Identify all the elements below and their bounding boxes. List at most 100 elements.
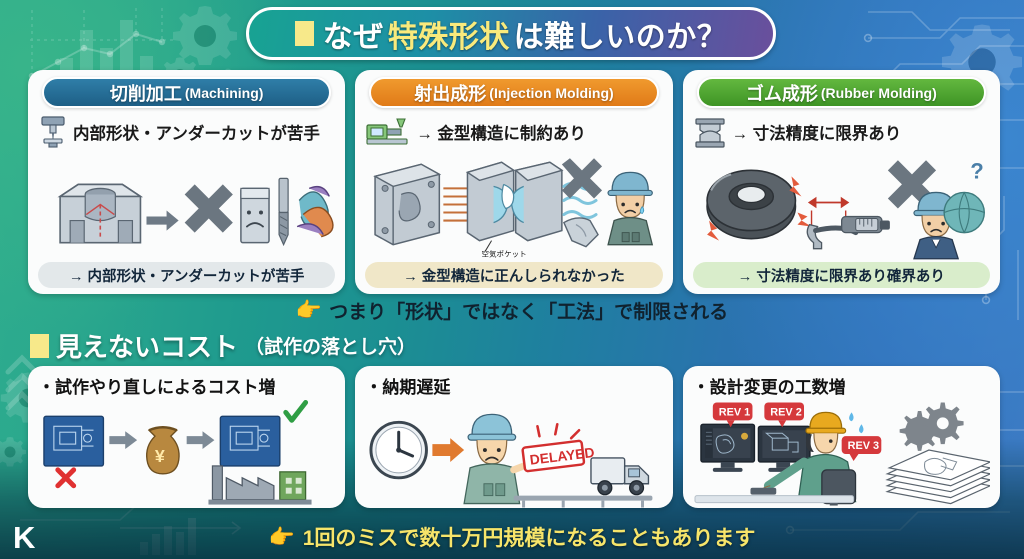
wall-clock — [369, 420, 429, 480]
pointing-hand-right-icon: 👉 — [295, 298, 323, 322]
delayed-badge-text: DELAYED — [529, 444, 595, 468]
blueprint-with-red-x — [43, 415, 105, 489]
panel-injection-subtitle: → 金型構造に制約あり — [416, 125, 586, 143]
rubber-seal-part — [705, 169, 796, 240]
conveyor-base — [513, 495, 653, 508]
air-pocket-callout: 空気ポケット — [482, 240, 527, 259]
dimension-arrow — [807, 196, 849, 227]
delayed-stamp: DELAYED — [521, 422, 596, 473]
arrow-right-icon — [146, 210, 179, 231]
panel-injection-molding: 射出成形 (Injection Molding) → 金型構造に制約あり — [355, 70, 673, 294]
panel-injection-title-en: (Injection Molding) — [489, 84, 614, 101]
bottom-banner: 👉 1回のミスで数十万円規模になることもあります — [0, 515, 1024, 559]
bottom-banner-text: 1回のミスで数十万円規模になることもあります — [302, 527, 756, 550]
sweat-drop-icons — [848, 412, 864, 434]
worried-worker — [607, 171, 654, 246]
cross-mark-icon — [562, 158, 603, 199]
panel-injection-header: 射出成形 (Injection Molding) — [369, 77, 659, 108]
rubber-mold-icon — [695, 118, 725, 148]
dashed-grid — [30, 8, 175, 76]
panel-injection-subtitle-row: → 金型構造に制約あり — [363, 113, 664, 151]
green-check-icon — [283, 400, 309, 423]
delivery-truck — [590, 457, 650, 496]
title-part-2: は難しいのか？ — [513, 20, 728, 54]
trend-line-motif — [31, 32, 163, 77]
machined-part-illustration — [57, 183, 144, 244]
panel-injection-caption: → 金型構造に正んしられなかった — [365, 262, 663, 288]
card-delivery-delay: ・納期遅延 — [355, 366, 673, 508]
yen-symbol: ¥ — [155, 446, 165, 466]
card-cost-increase-title: ・試作やり直しによるコスト増 — [38, 378, 276, 397]
arrow-right-icon-1 — [109, 431, 138, 450]
panel-rubber-title-jp: ゴム成形 — [745, 83, 818, 104]
desk-surface — [694, 487, 854, 504]
rev-badge-1-text: REV 1 — [718, 406, 749, 418]
mold-half-left — [373, 163, 442, 246]
dual-monitor-cad-workstation — [699, 423, 811, 472]
square-marker-icon — [30, 333, 49, 358]
micrometer-measuring-tool — [806, 215, 890, 250]
page-title: なぜ特殊形状は難しいのか？ — [294, 12, 728, 56]
arrow-right-icon — [432, 438, 465, 462]
rev-badge-1: REV 1 — [712, 402, 753, 428]
card-cost-increase: ・試作やり直しによるコスト増 — [28, 366, 346, 508]
panel-rubber-header: ゴム成形 (Rubber Molding) — [696, 77, 986, 108]
blueprint-with-green-check — [219, 400, 309, 467]
rev-badge-2-text: REV 2 — [770, 406, 801, 418]
card-design-change-illustration: REV 1 REV 2 REV 3 — [693, 398, 992, 514]
rev-badge-3: REV 3 — [841, 436, 881, 461]
title-highlight: 特殊形状 — [387, 20, 510, 54]
panel-machining-title-jp: 切削加工 — [109, 83, 182, 104]
end-mill-tool — [278, 177, 289, 247]
process-panels: 切削加工 (Machining) 内部形状・アンダーカットが苦手 — [28, 70, 1000, 294]
engineer-at-desk — [757, 411, 856, 506]
panel-injection-title-jp: 射出成形 — [414, 83, 487, 104]
square-marker-icon — [294, 21, 314, 46]
factory-icon — [208, 465, 312, 505]
brand-logo: K — [13, 520, 36, 555]
page-title-banner: なぜ特殊形状は難しいのか？ — [246, 7, 776, 60]
money-bag-yen: ¥ — [146, 426, 180, 475]
arrow-right-icon-2 — [186, 431, 215, 450]
sad-block-part — [240, 187, 270, 244]
panel-rubber-illustration: ? — [691, 151, 992, 262]
section-title-main: 見えないコスト — [56, 332, 239, 362]
card-delivery-delay-illustration: DELAYED — [365, 398, 662, 514]
impact-lines — [536, 422, 581, 440]
panel-rubber-title-en: (Rubber Molding) — [820, 84, 937, 101]
trend-dots — [28, 30, 166, 80]
cost-cards: ・試作やり直しによるコスト増 — [28, 366, 1000, 508]
panel-machining-illustration — [36, 151, 337, 262]
section-heading: 見えないコスト （試作の落とし穴） — [30, 327, 416, 364]
rubber-ball-shape — [943, 191, 985, 234]
cross-mark-icon — [184, 184, 233, 233]
card-design-change: ・設計変更の工数増 — [682, 366, 1000, 508]
injection-molding-machine-icon — [366, 118, 408, 145]
conclusion-text: つまり「形状」ではなく「工法」で制限される — [329, 301, 729, 323]
panel-machining-title-en: (Machining) — [184, 84, 264, 101]
panel-rubber-molding: ゴム成形 (Rubber Molding) → 寸法精度に限界あり — [682, 70, 1000, 294]
conclusion-row: 👉 つまり「形状」ではなく「工法」で制限される — [0, 296, 1024, 324]
panel-machining: 切削加工 (Machining) 内部形状・アンダーカットが苦手 — [28, 70, 346, 294]
panel-rubber-caption: → 寸法精度に限界あり確界あり — [692, 262, 990, 288]
stack-of-drawings — [884, 449, 992, 505]
pointing-hand-right-icon: 👉 — [268, 525, 295, 549]
warped-part — [563, 217, 600, 248]
red-x-icon — [55, 467, 77, 489]
air-pocket-label: 空気ポケット — [482, 249, 527, 259]
panel-rubber-subtitle-row: → 寸法精度に限界あり — [691, 113, 992, 151]
rev-badge-2: REV 2 — [764, 402, 804, 428]
question-mark-icon: ? — [970, 158, 984, 183]
twisted-complex-shape — [296, 185, 334, 238]
title-part-1: なぜ — [322, 20, 384, 54]
card-cost-increase-illustration: ¥ — [38, 398, 335, 514]
panel-injection-illustration: 空気ポケット — [363, 151, 664, 262]
panel-machining-caption: → 内部形状・アンダーカットが苦手 — [38, 262, 336, 288]
section-title-sub: （試作の落とし穴） — [245, 337, 417, 358]
milling-machine-icon — [41, 116, 65, 148]
gears-icon — [882, 402, 964, 451]
rev-badge-3-text: REV 3 — [847, 440, 878, 452]
card-delivery-delay-title: ・納期遅延 — [365, 378, 451, 397]
panel-machining-subtitle-row: 内部形状・アンダーカットが苦手 — [36, 113, 337, 151]
mold-half-right — [466, 161, 564, 242]
